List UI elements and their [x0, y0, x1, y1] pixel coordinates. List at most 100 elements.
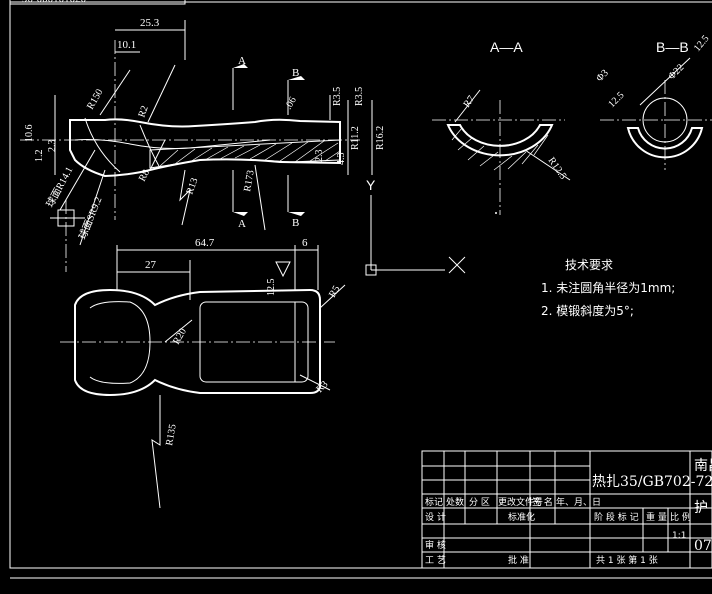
dim-06: .06	[283, 95, 299, 111]
dim-r150: R150	[85, 87, 105, 111]
notes-line-1: 1. 未注圆角半径为1mm;	[541, 280, 675, 295]
tb-r2-c2: 标准化	[508, 511, 535, 523]
bb-dim-12-5-b: 12.5	[692, 33, 712, 53]
tb-r1-c3: 分 区	[469, 497, 490, 508]
tb-drawing-no: 07	[694, 538, 712, 554]
hatch-lines	[159, 140, 341, 167]
tb-sheet: 共 1 张 第 1 张	[596, 554, 658, 566]
dim-r8: R8	[137, 168, 152, 183]
dim-r16-2: R16.2	[375, 126, 386, 150]
side-view-head-arc	[84, 117, 121, 173]
dim-r135: R135	[164, 423, 179, 446]
tb-r4-c2: 批 准	[508, 554, 529, 566]
dim-12-5-plan: 12.5	[266, 279, 277, 297]
section-aa-view: A—A R7 R12.5	[432, 39, 571, 215]
tb-material: 热扎35/GB702-72	[592, 474, 712, 490]
leader-r13	[179, 169, 191, 226]
dim-6: 6	[302, 237, 308, 249]
technical-notes: 技术要求 1. 未注圆角半径为1mm; 2. 模锻斜度为5°;	[541, 258, 675, 318]
tb-r2-stage: 阶 段 标 记	[594, 511, 639, 523]
top-code-text: 90-000101020	[22, 0, 87, 5]
notes-title: 技术要求	[565, 258, 613, 272]
title-block: 热扎35/GB702-72 南昌 护 07 标记 处数 分 区 更改文件号 签 …	[421, 450, 712, 569]
dim-2-3-left: 2.3	[47, 140, 58, 153]
tb-r1-c1: 标记	[425, 496, 443, 508]
section-b-bottom-arrow	[288, 212, 305, 216]
tb-r3-c1: 审 核	[425, 539, 446, 551]
leader-r8	[149, 139, 166, 171]
aa-dim-r7: R7	[461, 94, 477, 110]
section-a-top: A	[238, 55, 246, 67]
dim-r20: R20	[171, 327, 189, 347]
side-view-neck-arc	[139, 124, 161, 169]
ucs-y-label: Y	[366, 177, 376, 193]
dim-4-3: 4.3	[336, 153, 347, 166]
section-bb-view: B—B Φ3 12.5 Φ22 12.5	[594, 33, 712, 170]
ucs-icon: Y	[365, 177, 466, 276]
dim-r5: R5	[327, 284, 342, 300]
section-b-bottom: B	[292, 217, 299, 229]
aa-dim-r12-5: R12.5	[546, 155, 569, 181]
leader-bb-phi22	[639, 57, 691, 106]
tb-r1-c5: 签 名	[532, 496, 553, 508]
section-b-top: B	[292, 67, 299, 79]
tb-company: 南昌	[694, 458, 712, 474]
side-view: 25.3 10.1 R150 R2 10.6 1.2 2.3 球面R14.1 球…	[20, 17, 386, 272]
drawing-border	[9, 1, 712, 569]
plan-view-outline	[74, 288, 321, 397]
leader-r5	[319, 284, 346, 309]
tb-r2-scale-label: 比 例	[670, 511, 691, 523]
section-b-top-arrow	[288, 76, 305, 80]
dim-r2: R2	[136, 104, 150, 119]
title-block-frame	[421, 450, 712, 569]
dim-0-6: 10.6	[24, 125, 35, 143]
section-a-bottom-arrow	[233, 212, 248, 216]
dim-25-3: 25.3	[140, 17, 160, 29]
leader-r3	[299, 374, 331, 391]
dim-2-3-right: 2.3	[314, 150, 325, 163]
section-aa-title: A—A	[490, 39, 523, 55]
section-bb-title: B—B	[656, 39, 689, 55]
leader-aa-r7	[454, 89, 481, 123]
tb-scale-value: 1:1	[672, 531, 686, 541]
dim-sr14-1: 球面R14.1	[43, 164, 75, 209]
bb-inner-circle	[642, 97, 688, 143]
side-view-inner-curve	[74, 139, 271, 149]
dim-r3-5b: R3.5	[354, 87, 365, 106]
side-view-outline	[69, 118, 341, 178]
leader-r2	[147, 64, 176, 123]
dim-r3: R3	[314, 379, 330, 395]
aa-point-mark	[495, 212, 497, 214]
tb-r1-c4: 更改文件号	[498, 496, 543, 508]
aa-hatch	[451, 127, 549, 171]
dim-27: 27	[145, 259, 157, 271]
section-a-bottom: A	[238, 218, 246, 230]
bb-dim-12-5: 12.5	[606, 90, 626, 110]
leader-r20	[164, 319, 193, 343]
aa-section-profile	[446, 124, 554, 157]
tb-r1-c6: 年、月、日	[556, 496, 601, 508]
dim-r11-2: R11.2	[350, 126, 361, 150]
tb-r2-weight: 重 量	[646, 511, 667, 523]
dim-10-1: 10.1	[117, 39, 136, 51]
tb-part-name: 护	[694, 500, 708, 516]
tb-r1-c2: 处数	[446, 496, 464, 508]
dim-12-5-marker	[275, 261, 291, 278]
dim-64-7: 64.7	[195, 237, 215, 249]
dim-r173: R173	[242, 169, 257, 192]
bb-dim-phi22: Φ22	[666, 62, 686, 82]
tb-r4-c1: 工 艺	[425, 555, 446, 566]
dim-1-2-left: 1.2	[34, 150, 45, 163]
ucs-origin-box	[365, 264, 377, 276]
section-a-top-arrow	[233, 64, 248, 68]
bb-section-profile	[626, 127, 704, 159]
dim-r3-5a: R3.5	[332, 87, 343, 106]
top-code-box	[9, 0, 186, 5]
hatched-section	[149, 139, 341, 169]
leader-r135	[151, 395, 161, 509]
leader-aa-r12-5	[524, 149, 571, 181]
leader-r173	[254, 164, 266, 231]
plan-view: 64.7 6 27 12.5 R5 R20 R3 R135	[60, 237, 346, 509]
tb-r2-c1: 设 计	[425, 511, 446, 523]
